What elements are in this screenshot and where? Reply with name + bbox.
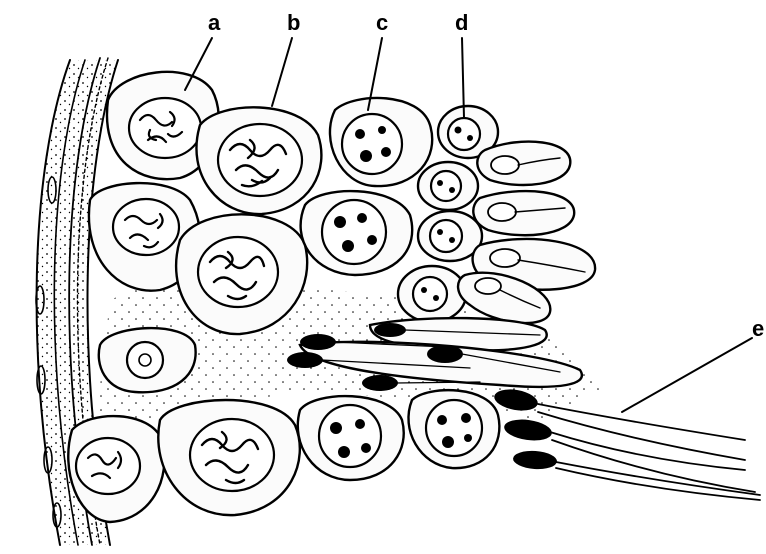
label-d: d — [455, 10, 468, 35]
label-c: c — [376, 10, 388, 35]
label-a: a — [208, 10, 221, 35]
spermatozoa — [493, 386, 760, 500]
label-b: b — [287, 10, 300, 35]
label-e: e — [752, 316, 764, 341]
